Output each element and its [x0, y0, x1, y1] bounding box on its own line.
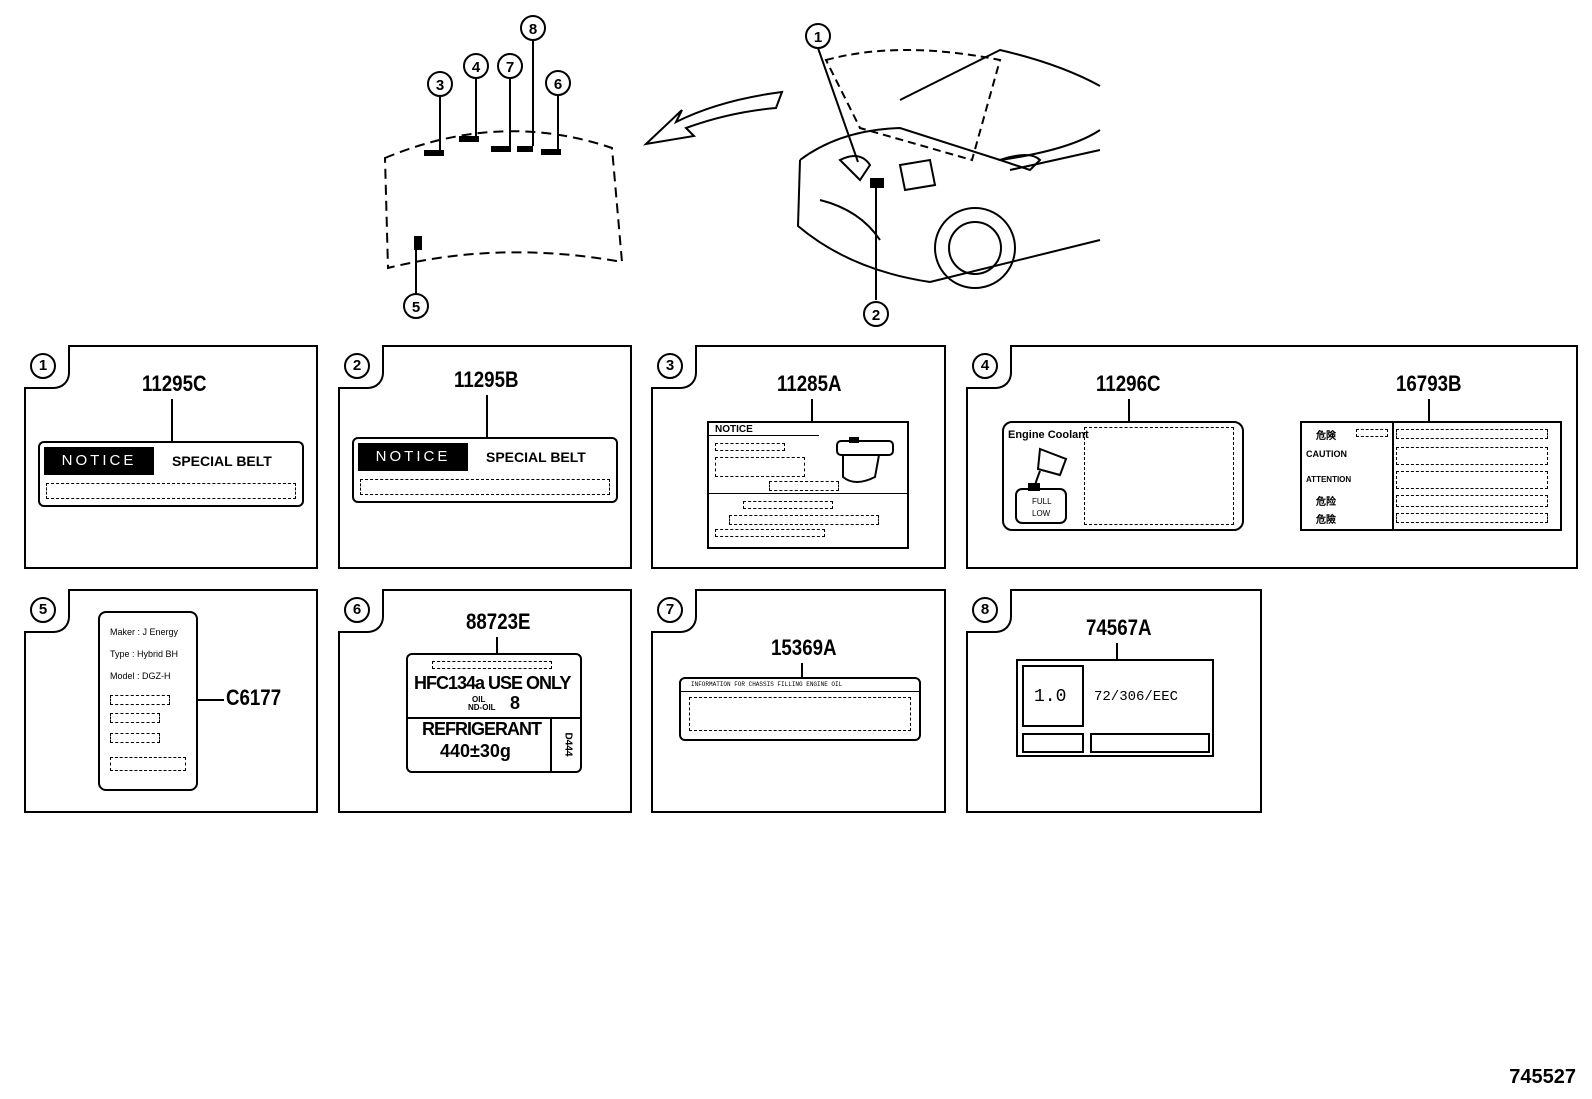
label-line: Maker : J Energy: [110, 627, 179, 637]
panel-number: 2: [344, 353, 370, 379]
notice-text: NOTICE: [44, 447, 154, 475]
drawing-code: 745527: [1509, 1066, 1576, 1088]
warning-fr: ATTENTION: [1306, 475, 1352, 484]
oil-info-label: INFORMATION FOR CHASSIS FILLING ENGINE O…: [679, 677, 921, 741]
notice-text: NOTICE: [358, 443, 468, 471]
notice-text: NOTICE: [715, 424, 753, 435]
notice-label: NOTICE SPECIAL BELT: [352, 437, 618, 503]
part-number: 11285A: [777, 371, 842, 396]
panel-8: 8 74567A 1.0 72/306/EEC: [966, 589, 1262, 813]
hood-outline: [383, 130, 624, 270]
panel-number: 7: [657, 597, 683, 623]
value-box: [1022, 665, 1084, 727]
directive-text: 72/306/EEC: [1094, 689, 1179, 705]
oil-number: 8: [510, 693, 521, 713]
label-title: SPECIAL BELT: [172, 453, 272, 469]
callout-6: 6: [554, 76, 562, 93]
callout-8: 8: [529, 21, 537, 38]
full-mark: FULL: [1032, 497, 1052, 506]
warning-zh-s: 危险: [1316, 497, 1336, 508]
part-number: 15369A: [771, 635, 837, 660]
callout-3: 3: [436, 77, 444, 94]
refrigerant-label: HFC134a USE ONLY OIL ND-OIL 8 REFRIGERAN…: [406, 653, 582, 773]
part-number: C6177: [226, 685, 282, 710]
callout-1: 1: [814, 29, 822, 46]
label-line: Type : Hybrid BH: [110, 649, 179, 659]
notice-label: NOTICE SPECIAL BELT: [38, 441, 304, 507]
panel-number: 8: [972, 597, 998, 623]
direction-arrow: [642, 90, 784, 146]
panel-number: 3: [657, 353, 683, 379]
part-number: 88723E: [466, 609, 531, 634]
coolant-title: Engine Coolant: [1008, 429, 1089, 441]
panel-number: 1: [30, 353, 56, 379]
part-number-coolant: 11296C: [1096, 371, 1161, 396]
oil-text: OIL: [472, 695, 486, 704]
panel-6: 6 88723E HFC134a USE ONLY OIL ND-OIL 8 R…: [338, 589, 632, 813]
side-code: D444: [562, 732, 574, 757]
oil-type-text: ND-OIL: [468, 703, 496, 712]
car-sketch: [796, 48, 1101, 289]
warning-ja: 危険: [1316, 431, 1336, 442]
panel-2: 2 11295B NOTICE SPECIAL BELT: [338, 345, 632, 569]
warning-en: CAUTION: [1306, 449, 1347, 459]
refrigerant-text: REFRIGERANT: [422, 719, 542, 739]
panel-4: 4 11296C Engine Coolant FULL LOW 16793B …: [966, 345, 1578, 569]
part-number: 11295B: [454, 367, 519, 392]
refrigerant-amount: 440±30g: [440, 741, 511, 761]
part-number: 11295C: [142, 371, 207, 396]
label-header: INFORMATION FOR CHASSIS FILLING ENGINE O…: [691, 681, 843, 688]
label-line: Model : DGZ-H: [110, 671, 171, 681]
warning-label: 危険 CAUTION ATTENTION 危险 危險: [1300, 421, 1562, 531]
panel-7: 7 15369A INFORMATION FOR CHASSIS FILLING…: [651, 589, 946, 813]
panel-3: 3 11285A NOTICE: [651, 345, 946, 569]
panel-1: 1 11295C NOTICE SPECIAL BELT: [24, 345, 318, 569]
panel-number: 4: [972, 353, 998, 379]
label-title: SPECIAL BELT: [486, 449, 586, 465]
part-number: 74567A: [1086, 615, 1152, 640]
coolant-label: Engine Coolant FULL LOW: [1002, 421, 1244, 531]
refrigerant-type: HFC134a USE ONLY: [414, 673, 571, 693]
battery-label: Maker : J Energy Type : Hybrid BH Model …: [98, 611, 198, 791]
low-mark: LOW: [1032, 509, 1051, 518]
panel-number: 5: [30, 597, 56, 623]
callout-5: 5: [412, 299, 420, 316]
panel-number: 6: [344, 597, 370, 623]
callout-7: 7: [506, 59, 514, 76]
notice-label: NOTICE: [707, 421, 909, 549]
warning-zh-t: 危險: [1316, 515, 1336, 526]
value-text: 1.0: [1034, 687, 1067, 707]
callout-2: 2: [872, 307, 880, 324]
eec-label: 1.0 72/306/EEC: [1016, 659, 1214, 757]
panel-5: 5 Maker : J Energy Type : Hybrid BH Mode…: [24, 589, 318, 813]
part-number-warning: 16793B: [1396, 371, 1462, 396]
hood-and-car-scene: 3 4 7 8 6 5 1 2: [383, 15, 1101, 327]
callout-4: 4: [472, 59, 481, 76]
